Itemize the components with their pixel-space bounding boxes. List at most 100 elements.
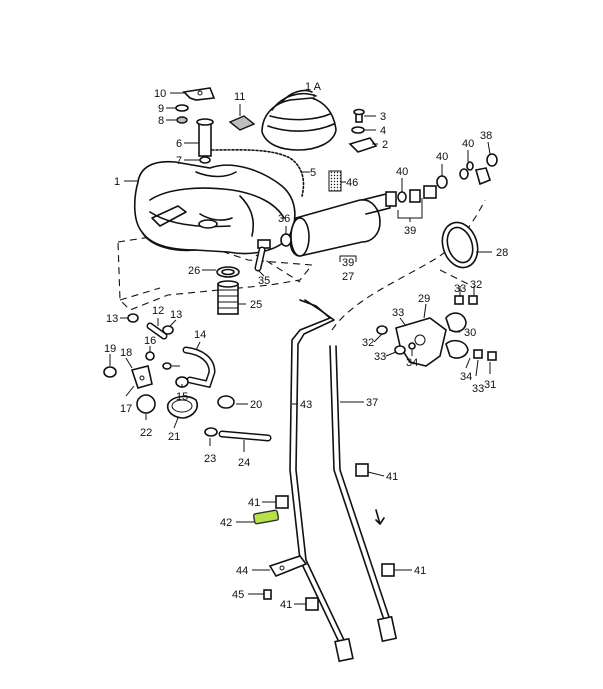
label-40-b: 40 [436,151,448,163]
label-22: 22 [140,427,152,439]
label-41-a: 41 [386,471,398,483]
label-38: 38 [480,130,492,142]
label-42: 42 [220,517,232,529]
label-32-a: 32 [470,279,482,291]
label-41-d: 41 [280,599,292,611]
clamp-13-left[interactable] [127,313,139,323]
label-12: 12 [152,305,164,317]
fitting-19[interactable] [103,366,117,378]
label-35: 35 [258,275,270,287]
label-1a: 1 A [305,81,322,93]
label-17: 17 [120,403,132,415]
label-25: 25 [250,299,262,311]
rubber-boot-1a[interactable] [261,89,337,151]
label-34-b: 34 [460,371,472,383]
fuel-tank[interactable] [133,160,296,255]
bracket-17-18[interactable] [130,365,153,389]
label-29: 29 [418,293,430,305]
label-30: 30 [464,327,476,339]
label-13-b: 13 [170,309,182,321]
screw-45[interactable] [263,589,272,600]
hose-12[interactable] [146,322,168,340]
hose-21[interactable] [166,395,199,419]
vent-hose-5[interactable] [211,149,305,197]
hose-14[interactable] [182,346,216,389]
label-37: 37 [366,397,378,409]
sleeve-42[interactable] [252,509,280,525]
label-11: 11 [234,91,245,103]
part-labels: 10 9 8 11 1 A 3 4 2 6 7 1 5 46 40 40 40 … [104,81,508,611]
label-8: 8 [158,115,164,127]
clamp-20[interactable] [217,395,235,409]
fuel-filter[interactable] [289,191,397,257]
label-27: 27 [342,271,354,283]
label-7: 7 [176,155,182,167]
label-31: 31 [484,379,496,391]
screw-3[interactable] [353,108,365,123]
washer-9[interactable] [175,104,189,112]
label-20: 20 [250,399,262,411]
label-32-b: 32 [362,337,374,349]
clip-44[interactable] [268,555,308,577]
sender-unit-46[interactable] [328,170,342,192]
flow-arrow [375,509,385,525]
bracket-10[interactable] [182,87,216,101]
nut-8[interactable] [176,116,188,124]
label-6: 6 [176,138,182,150]
hose-35[interactable] [254,246,266,272]
label-36: 36 [278,213,290,225]
label-24: 24 [238,457,250,469]
leader-lines [109,92,492,605]
clamp-13-right[interactable] [162,325,174,335]
label-45: 45 [232,589,244,601]
grommet-41-d[interactable] [305,597,319,611]
label-40-a: 40 [396,166,408,178]
grommet-41-c[interactable] [381,563,395,577]
fitting-23[interactable] [204,427,218,437]
label-46: 46 [346,177,358,189]
label-23: 23 [204,453,216,465]
bolt-33-upper[interactable] [454,295,478,305]
strainer-25[interactable] [217,280,239,315]
bolt-32-33[interactable] [376,325,416,355]
label-18: 18 [120,347,132,359]
hose-24[interactable] [218,430,272,442]
bracket-29[interactable] [395,317,447,367]
ring-22[interactable] [136,394,156,414]
label-43: 43 [300,399,312,411]
label-16: 16 [144,335,156,347]
pad-11[interactable] [228,115,256,131]
washer-15[interactable] [162,362,172,370]
screw-6-7[interactable] [199,156,211,164]
label-40-c: 40 [462,138,474,150]
label-1: 1 [114,176,120,188]
label-19: 19 [104,343,116,355]
label-33-b: 33 [454,283,466,295]
ring-26[interactable] [216,266,240,278]
label-33-c: 33 [374,351,386,363]
fuel-line-37[interactable] [329,345,398,643]
label-39-b: 39 [342,257,354,269]
label-33-a: 33 [392,307,404,319]
washer-4[interactable] [351,126,365,134]
label-3: 3 [380,111,386,123]
filler-neck[interactable] [196,118,214,157]
fuel-line-43[interactable] [289,299,354,663]
label-44: 44 [236,565,248,577]
label-41-c: 41 [414,565,426,577]
label-9: 9 [158,103,164,115]
label-33-d: 33 [472,383,484,395]
grommet-41-a[interactable] [355,463,369,477]
plate-2[interactable] [348,137,378,153]
grommet-41-b[interactable] [275,495,289,509]
bolt-31-34[interactable] [473,349,497,361]
label-34-a: 34 [406,357,418,369]
label-10: 10 [154,88,166,100]
label-15: 15 [176,391,188,403]
label-4: 4 [380,125,386,137]
label-2: 2 [382,139,388,151]
rubber-mount-30[interactable] [445,312,469,359]
clamp-ring-28[interactable] [437,218,484,272]
sensor-16[interactable] [145,351,155,361]
